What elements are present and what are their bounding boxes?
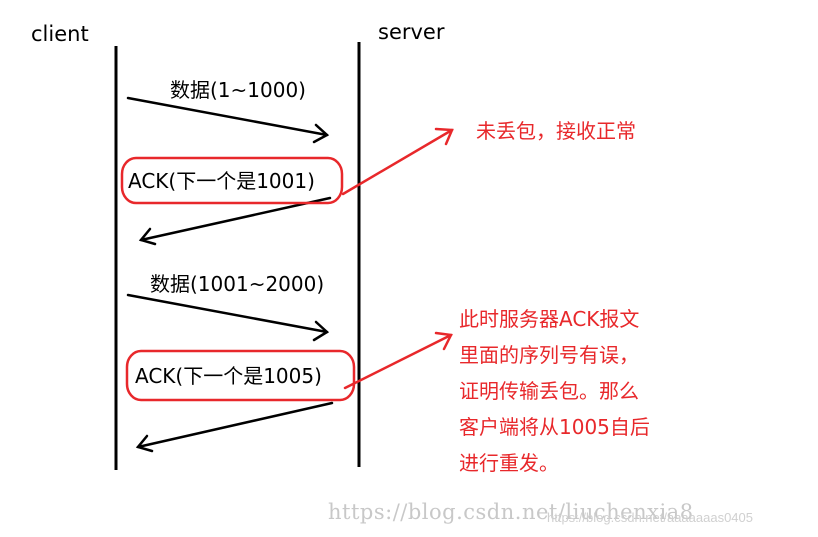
client-label: client xyxy=(31,22,89,46)
annotation-note-2: 此时服务器ACK报文 里面的序列号有误， 证明传输丢包。那么 客户端将从1005… xyxy=(459,301,650,481)
watermark-url: https://blog.csdn.net/liuchenxia8 xyxy=(328,500,694,524)
annotation-note-2-line: 客户端将从1005自后 xyxy=(459,415,650,439)
data-message-1-arrow xyxy=(126,96,330,144)
ack-1-highlight xyxy=(120,156,344,205)
data-message-2-arrow xyxy=(126,293,330,342)
data-message-2-label: 数据(1001~2000) xyxy=(150,272,325,296)
watermark-faint: https://blog.csdn.net/aaaaaaas0405 xyxy=(547,510,753,525)
annotation-note-2-line: 此时服务器ACK报文 xyxy=(459,307,640,331)
ack-message-2-arrow xyxy=(135,401,334,453)
server-label: server xyxy=(378,20,445,44)
ack-message-1-label: ACK(下一个是1001) xyxy=(128,169,315,193)
annotation-arrow-1 xyxy=(341,127,454,196)
data-message-1-label: 数据(1~1000) xyxy=(170,78,306,102)
ack-2-highlight xyxy=(125,349,356,402)
ack-message-1-arrow xyxy=(138,196,332,246)
annotation-note-1: 未丢包，接收正常 xyxy=(476,119,636,143)
annotation-note-2-line: 里面的序列号有误， xyxy=(459,343,639,367)
annotation-arrow-2 xyxy=(343,331,453,390)
annotation-note-2-line: 证明传输丢包。那么 xyxy=(459,379,639,403)
ack-message-2-label: ACK(下一个是1005) xyxy=(135,364,322,388)
annotation-note-2-line: 进行重发。 xyxy=(459,451,559,475)
